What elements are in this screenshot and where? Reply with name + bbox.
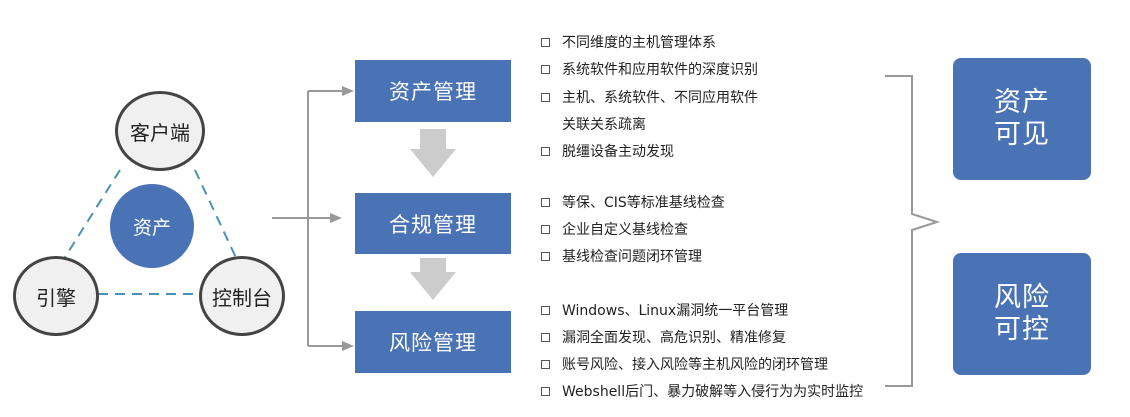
risk-item: 账号风险、接入风险等主机风险的闭环管理 (541, 354, 828, 374)
asset-item: 不同维度的主机管理体系 (541, 32, 716, 52)
checkbox-icon (541, 359, 550, 369)
client-node: 客户端 (115, 91, 205, 171)
checkbox-icon (541, 305, 550, 315)
asset-item: 系统软件和应用软件的深度识别 (541, 59, 758, 79)
client-label: 客户端 (130, 120, 190, 145)
checkbox-icon (541, 386, 550, 396)
checkbox-icon (541, 64, 550, 74)
compliance-item: 企业自定义基线检查 (541, 219, 688, 239)
risk-item: 漏洞全面发现、高危识别、精准修复 (541, 327, 786, 347)
risk-item: Windows、Linux漏洞统一平台管理 (541, 300, 788, 320)
stage-compliance-management: 合规管理 (355, 193, 511, 254)
checkbox-icon (541, 146, 550, 156)
asset-item: 脱缰设备主动发现 (541, 141, 674, 161)
main-arrow-head (330, 213, 342, 223)
asset-item: 主机、系统软件、不同应用软件 (541, 87, 758, 107)
compliance-item: 基线检查问题闭环管理 (541, 246, 702, 266)
triangle-edge-right (194, 169, 239, 263)
engine-node: 引擎 (13, 256, 99, 336)
compliance-item: 等保、CIS等标准基线检查 (541, 192, 725, 212)
checkbox-icon (541, 92, 550, 102)
outcome-asset-visible: 资产可见 (953, 58, 1091, 180)
right-bracket (885, 75, 941, 387)
checkbox-icon (541, 332, 550, 342)
console-node: 控制台 (199, 256, 285, 336)
outcome-risk-controllable: 风险可控 (953, 253, 1091, 375)
checkbox-icon (541, 37, 550, 47)
asset-center: 资产 (110, 184, 194, 268)
stage-risk-management: 风险管理 (355, 311, 511, 373)
checkbox-icon (541, 224, 550, 234)
risk-item: Webshell后门、暴力破解等入侵行为为实时监控 (541, 381, 863, 401)
console-label: 控制台 (212, 285, 272, 310)
asset-item-continuation: 关联关系疏离 (562, 117, 646, 133)
asset-center-label: 资产 (132, 216, 171, 239)
engine-label: 引擎 (36, 285, 76, 310)
stage-asset-management: 资产管理 (355, 60, 511, 122)
triangle-edge-left (61, 169, 121, 263)
checkbox-icon (541, 197, 550, 207)
checkbox-icon (541, 251, 550, 261)
